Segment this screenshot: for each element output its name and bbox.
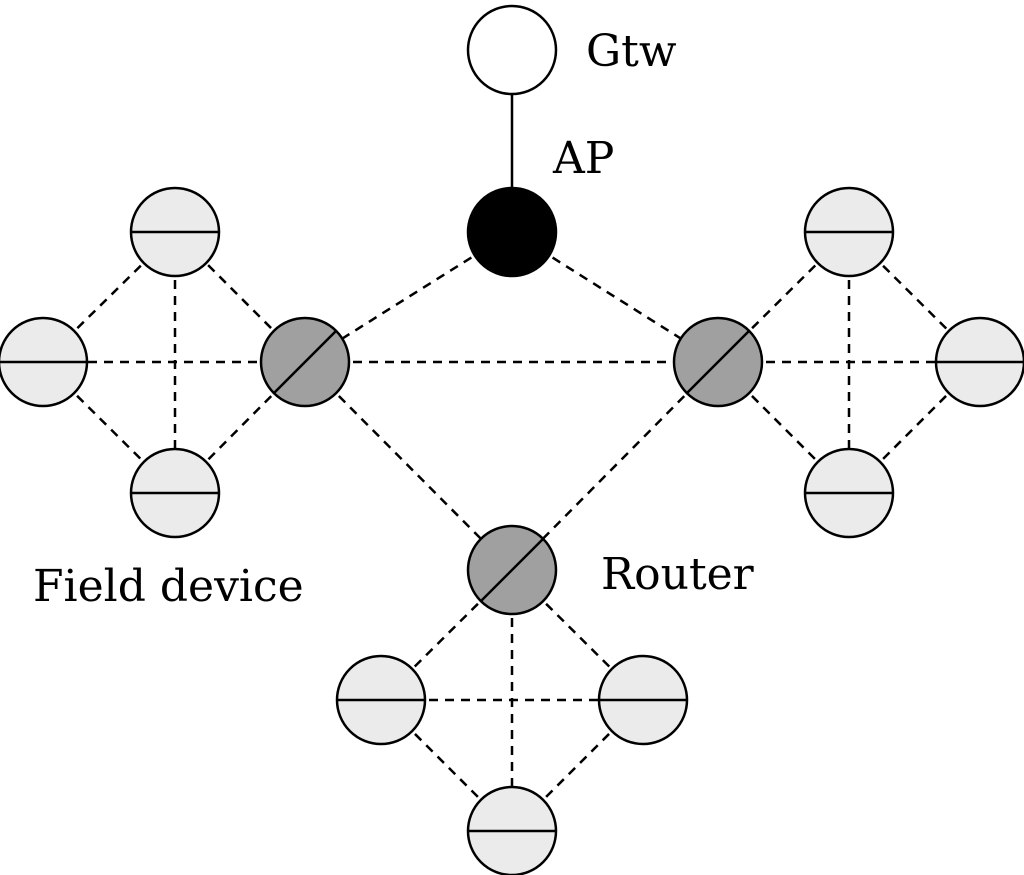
router-slash-icon xyxy=(273,330,337,394)
node-fd-left-bottom xyxy=(129,447,221,539)
solid-circle-icon xyxy=(466,186,558,278)
node-router-right xyxy=(672,316,764,408)
nodes-layer xyxy=(0,4,1024,875)
node-fd-bottom-bottom xyxy=(466,785,558,875)
node-router-bottom xyxy=(466,524,558,616)
node-fd-right-right xyxy=(934,316,1024,408)
router-slash-icon xyxy=(480,538,544,602)
node-fd-bottom-left xyxy=(335,654,427,746)
hollow-circle-icon xyxy=(466,4,558,96)
router-label: Router xyxy=(601,549,755,600)
node-fd-left-left xyxy=(0,316,89,408)
node-router-left xyxy=(259,316,351,408)
node-fd-left-top xyxy=(129,186,221,278)
node-fd-bottom-right xyxy=(597,654,689,746)
gateway-label: Gtw xyxy=(586,26,677,77)
link-router-left-router-bottom xyxy=(304,361,513,571)
link-router-right-router-bottom xyxy=(511,361,719,571)
links-layer xyxy=(42,50,981,832)
access-point-label: AP xyxy=(552,133,614,184)
node-fd-right-top xyxy=(803,186,895,278)
node-fd-right-bottom xyxy=(803,447,895,539)
router-slash-icon xyxy=(686,330,750,394)
node-gtw xyxy=(466,4,558,96)
field-device-label: Field device xyxy=(33,561,304,612)
node-ap xyxy=(466,186,558,278)
